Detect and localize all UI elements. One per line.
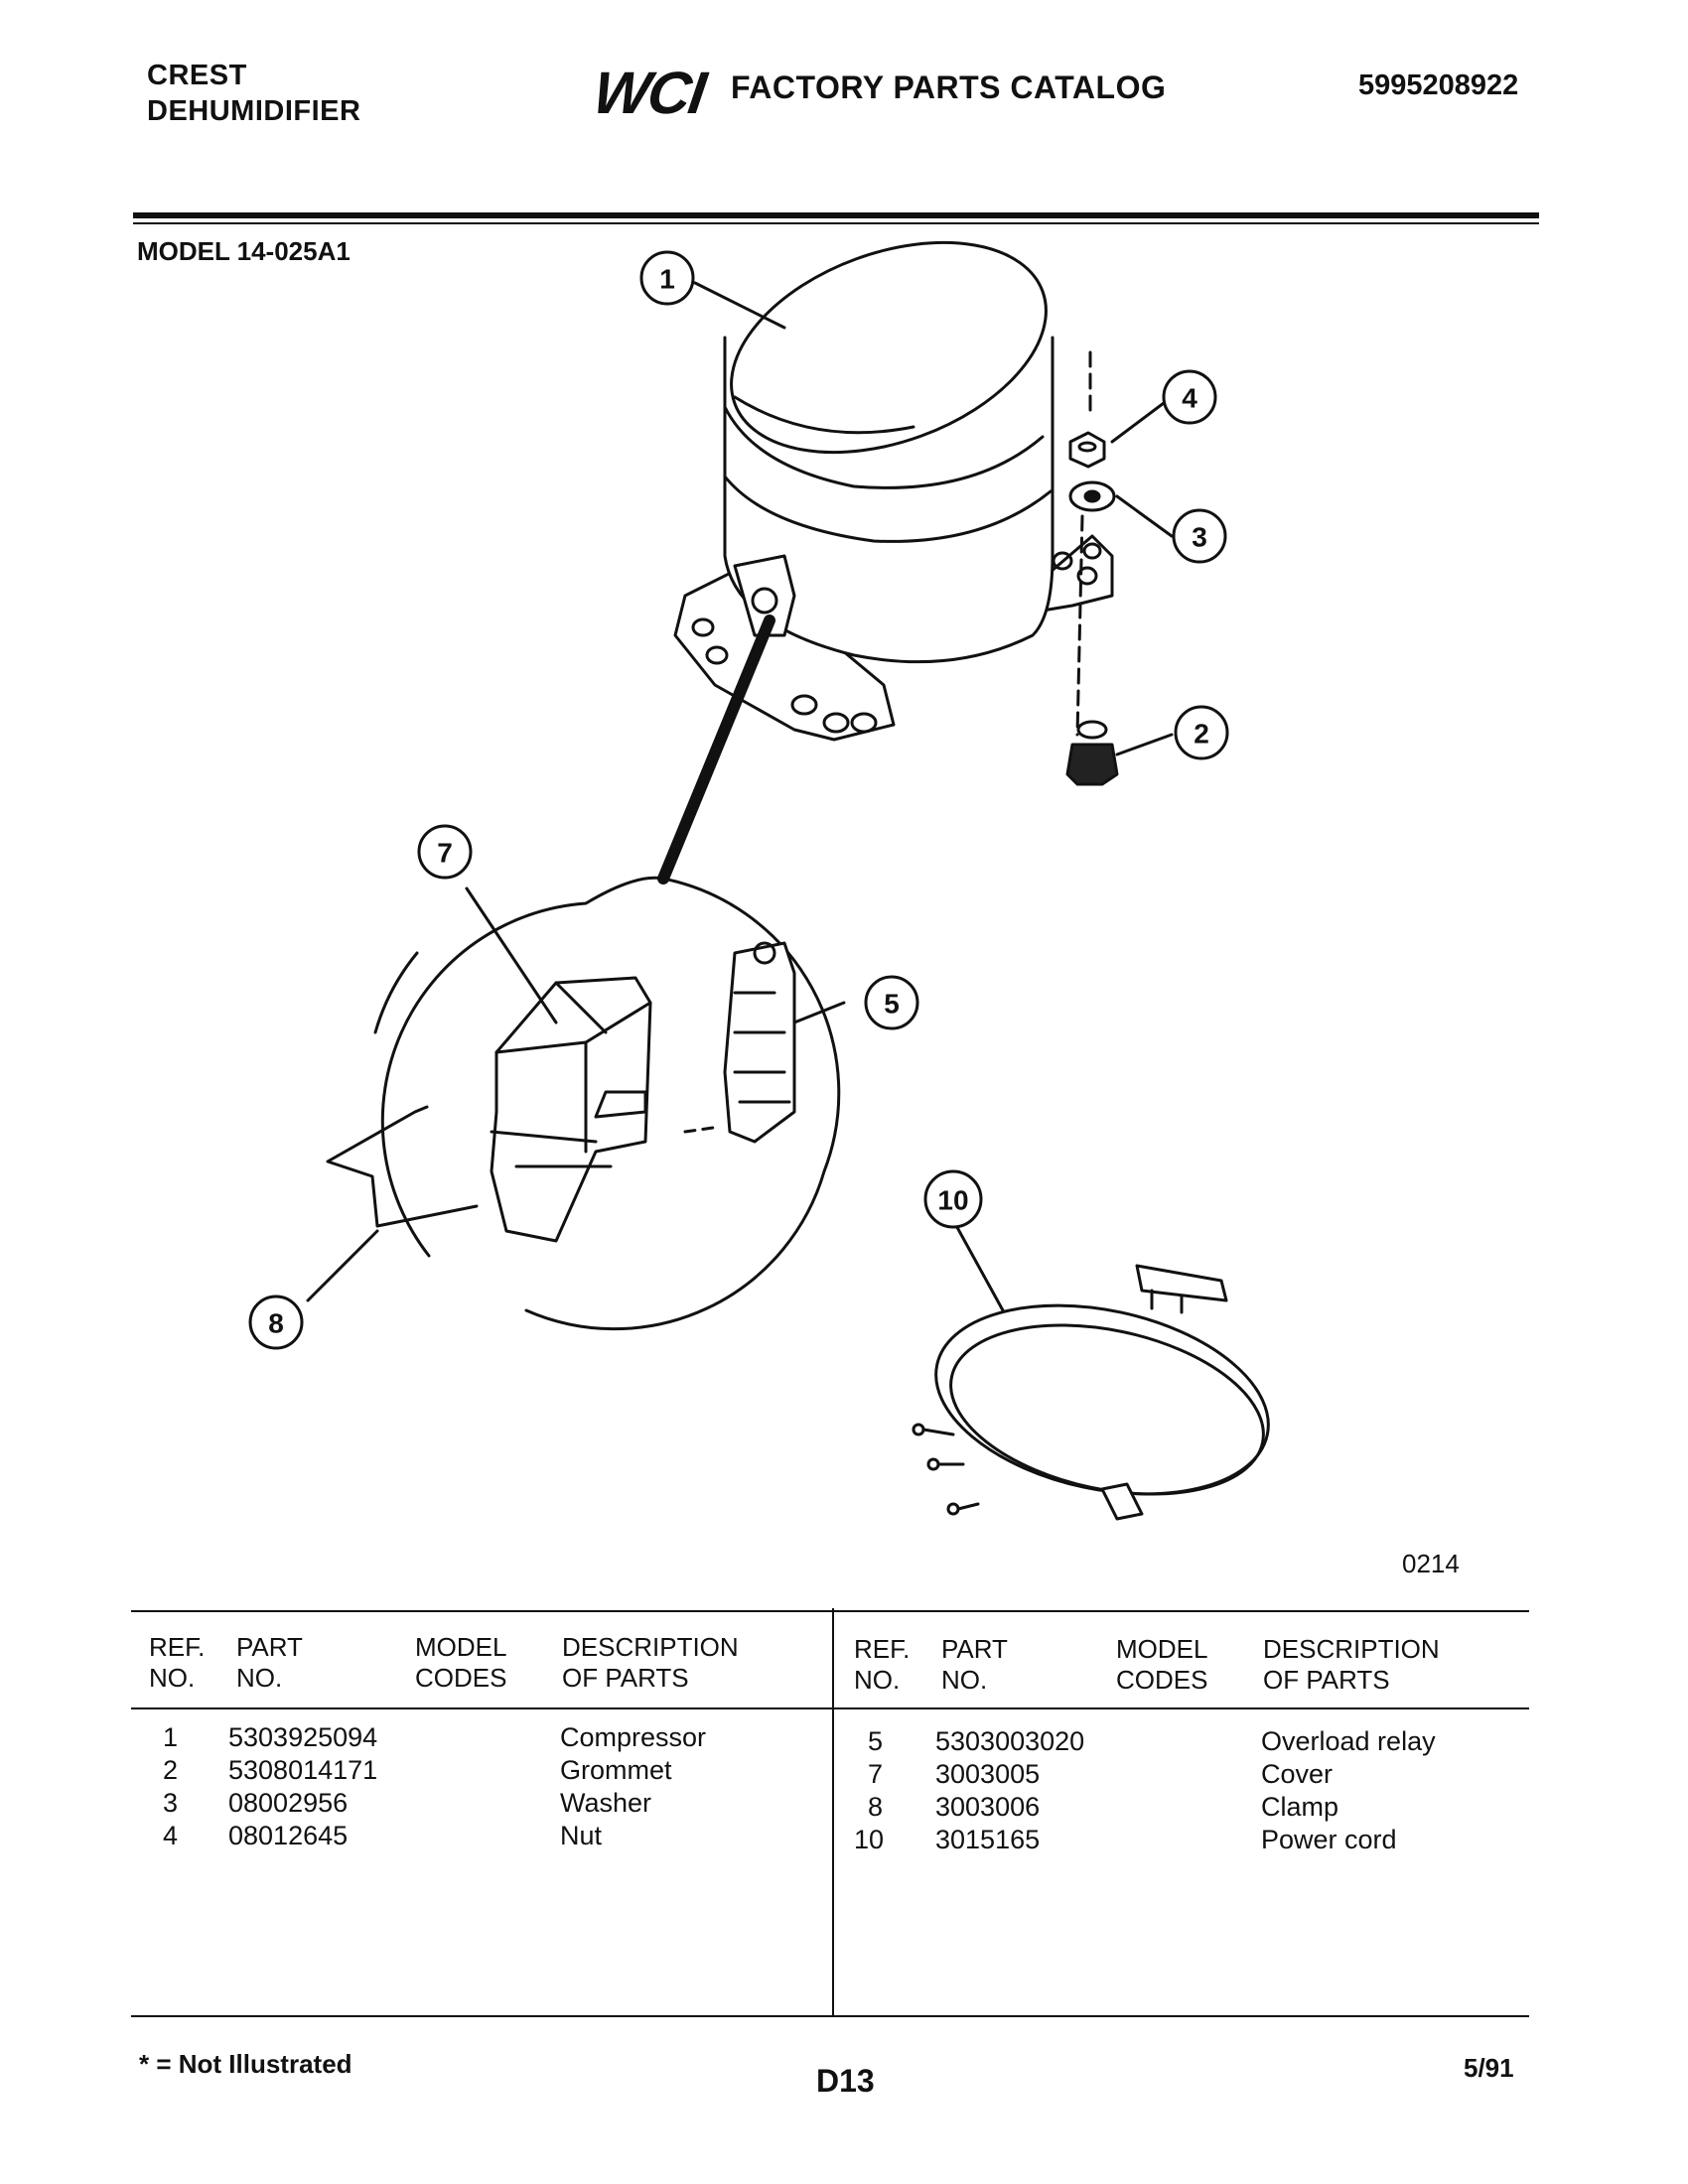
table-cell-ref: 10 <box>854 1825 885 1854</box>
table-cell-part: 5303925094 <box>228 1722 378 1752</box>
table-cell-desc: Washer <box>560 1788 652 1818</box>
ref-no-header-right: REF.NO. <box>854 1634 911 1695</box>
compressor-dome <box>730 240 1048 455</box>
cover-part <box>490 976 652 1243</box>
callout-3-label: 3 <box>1192 522 1207 553</box>
table-cell-ref: 2 <box>163 1755 179 1785</box>
clamp-part <box>326 1105 479 1228</box>
table-cell-part: 08012645 <box>228 1821 349 1850</box>
drawing-code: 0214 <box>1402 1549 1460 1578</box>
catalog-title: FACTORY PARTS CATALOG <box>731 69 1167 105</box>
table-cell-ref: 4 <box>163 1821 179 1850</box>
callout-8 <box>248 1295 304 1350</box>
callout-3 <box>1172 508 1227 564</box>
callout-5-label: 5 <box>884 989 900 1020</box>
table-cell-desc: Power cord <box>1261 1825 1397 1854</box>
callout-2-label: 2 <box>1194 719 1209 750</box>
callout-2 <box>1174 705 1229 760</box>
catalog-number: 5995208922 <box>1358 69 1519 101</box>
table-bottom-rule <box>131 2015 1529 2017</box>
grommet-part <box>1065 743 1119 786</box>
power-cord-part <box>934 1303 1270 1496</box>
table-cell-part: 3015165 <box>935 1825 1041 1854</box>
table-cell-desc: Overload relay <box>1261 1726 1436 1756</box>
table-cell-part: 3003006 <box>935 1792 1041 1822</box>
callout-10-label: 10 <box>937 1185 968 1216</box>
header-rule <box>133 212 1539 218</box>
table-cell-ref: 1 <box>163 1722 179 1752</box>
not-illustrated-note: * = Not Illustrated <box>139 2049 352 2079</box>
table-header-rule <box>131 1707 1529 1709</box>
callout-circles <box>248 250 1229 1350</box>
callout-10 <box>923 1169 983 1229</box>
callout-8-label: 8 <box>268 1308 284 1339</box>
callout-4 <box>1162 369 1217 425</box>
table-cell-part: 5308014171 <box>228 1755 378 1785</box>
table-cell-desc: Compressor <box>560 1722 707 1752</box>
callout-4-label: 4 <box>1182 383 1197 414</box>
table-cell-desc: Cover <box>1261 1759 1334 1789</box>
ref-no-header-left: REF.NO. <box>149 1632 206 1693</box>
brand-name: CREST <box>147 60 247 91</box>
table-top-rule <box>131 1610 1529 1612</box>
model-label: MODEL 14-025A1 <box>137 236 351 266</box>
table-cell-ref: 3 <box>163 1788 179 1818</box>
callout-1-label: 1 <box>659 264 675 295</box>
catalog-header-left: CREST DEHUMIDIFIER <box>147 58 360 129</box>
exploded-parts-diagram: 1 2 3 4 5 7 8 10 <box>248 240 1270 1521</box>
table-cell-part: 08002956 <box>228 1788 349 1818</box>
callout-1 <box>639 250 695 306</box>
overload-relay-part <box>723 941 796 1144</box>
table-column-divider <box>832 1608 834 2017</box>
table-cell-desc: Nut <box>560 1821 603 1850</box>
callout-7 <box>417 824 473 880</box>
header-rule-thin <box>133 222 1539 224</box>
callout-5 <box>864 975 919 1030</box>
table-cell-ref: 7 <box>868 1759 884 1789</box>
table-cell-ref: 5 <box>868 1726 884 1756</box>
table-cell-part: 5303003020 <box>935 1726 1085 1756</box>
table-cell-ref: 8 <box>868 1792 884 1822</box>
callout-7-label: 7 <box>437 838 453 869</box>
page-number: D13 <box>816 2063 875 2099</box>
product-type: DEHUMIDIFIER <box>147 95 361 127</box>
table-cell-desc: Grommet <box>560 1755 672 1785</box>
table-cell-desc: Clamp <box>1261 1792 1339 1822</box>
table-cell-part: 3003005 <box>935 1759 1041 1789</box>
revision-date: 5/91 <box>1464 2053 1514 2083</box>
